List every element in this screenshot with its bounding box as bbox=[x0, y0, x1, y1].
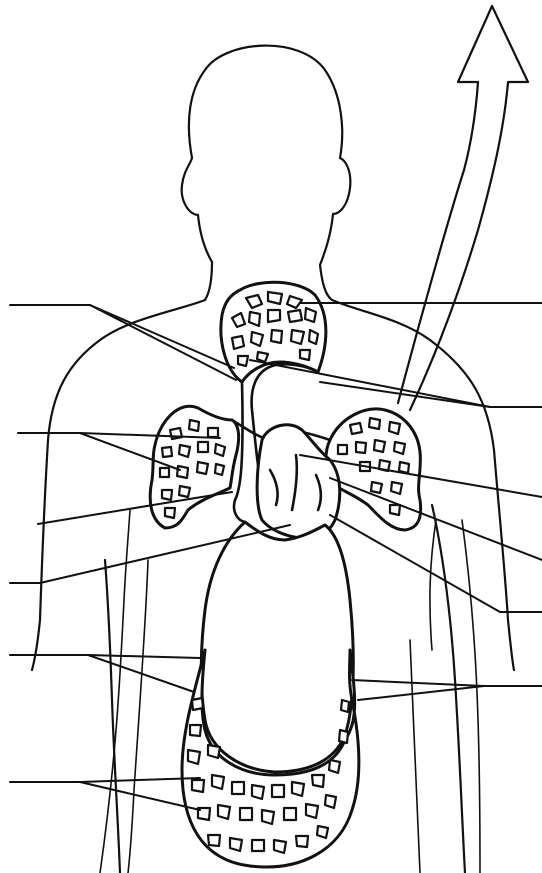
head-outline bbox=[182, 46, 351, 265]
leader-right-6 bbox=[352, 680, 542, 700]
right-arm-outer bbox=[462, 520, 480, 873]
heart-and-vessels bbox=[232, 364, 340, 538]
leader-left-6 bbox=[10, 778, 200, 810]
leader-right-4 bbox=[330, 478, 542, 560]
lower-circulation-loop bbox=[201, 522, 353, 772]
leader-left-3 bbox=[38, 492, 232, 524]
left-torso-inner bbox=[128, 560, 148, 873]
leader-left-1 bbox=[10, 305, 236, 380]
upward-arrow bbox=[398, 6, 528, 410]
leader-right-2 bbox=[250, 360, 542, 407]
right-torso-inner bbox=[430, 520, 436, 650]
right-torso-side bbox=[410, 640, 420, 873]
leader-left-5 bbox=[10, 655, 200, 692]
heart-outline bbox=[257, 425, 340, 539]
leader-right-5 bbox=[330, 515, 542, 612]
